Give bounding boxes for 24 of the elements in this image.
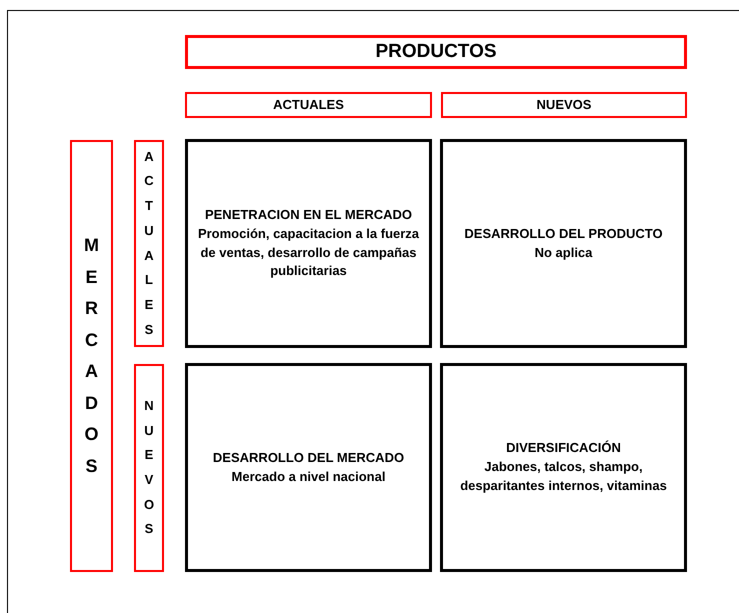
heading-text: ACTUALES: [273, 96, 344, 114]
column-header-box: [185, 92, 432, 118]
row-header-box: [70, 140, 113, 572]
body-text: Mercado a nivel nacional: [232, 468, 386, 486]
quadrant-box: [440, 139, 687, 348]
quadrant-box: [185, 139, 432, 348]
column-header-box: [441, 92, 687, 118]
heading-text: PRODUCTOS: [375, 40, 497, 64]
vertical-label: NUEVOS: [142, 396, 156, 538]
heading-text: DESARROLLO DEL MERCADO: [212, 448, 404, 467]
vertical-label: MERCADOS: [83, 234, 100, 478]
body-text: Jabones, talcos, shampo, desparitantes internos, vitaminas: [459, 458, 668, 495]
row-header-box: [134, 140, 164, 347]
heading-text: DESARROLLO DEL PRODUCTO: [464, 224, 663, 243]
body-text: No aplica: [534, 244, 592, 262]
vertical-label: ACTUALES: [143, 148, 155, 339]
heading-text: DIVERSIFICACIÓN: [506, 439, 621, 458]
body-text: Promoción, capacitacion a la fuerza de ventas, desarrollo de campañas publicitarias: [196, 224, 420, 280]
quadrant-box: [185, 363, 432, 572]
heading-text: PENETRACION EN EL MERCADO: [204, 206, 412, 224]
quadrant-box: [440, 363, 687, 572]
header-box: [185, 35, 687, 69]
row-header-box: [134, 364, 164, 572]
heading-text: NUEVOS: [536, 96, 592, 114]
